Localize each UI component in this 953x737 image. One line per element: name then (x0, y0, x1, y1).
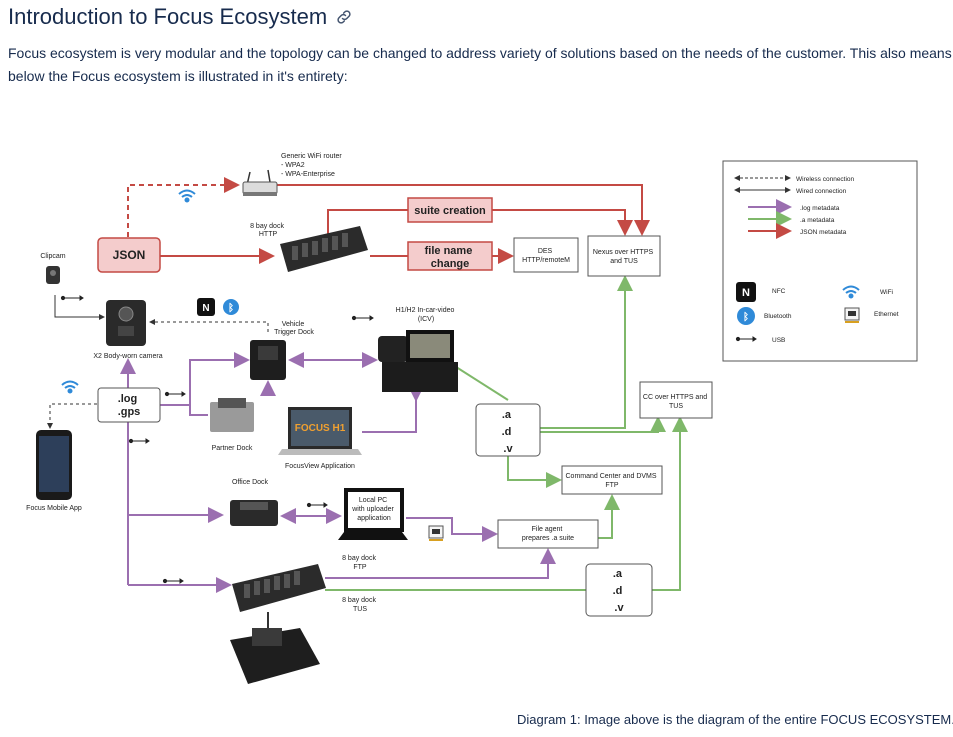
file-name-change-box (407, 241, 493, 271)
office-dock-label: Office Dock (232, 479, 269, 486)
partner-dock (210, 398, 254, 432)
intro-line-2: below the Focus ecosystem is illustrated… (8, 68, 348, 84)
vehicle-dock-label: Vehicle Trigger Dock (274, 321, 314, 336)
legend-wireless: Wireless connection (796, 176, 855, 183)
eight-bay-dock-http (280, 226, 368, 272)
nexus-label: Nexus over HTTPS and TUS (593, 249, 655, 265)
adv-label-1: .a .d .v (502, 409, 515, 455)
file-agent-label: File agent prepares .a suite (522, 526, 574, 542)
ethernet-icon (428, 525, 444, 541)
legend-usb: USB (772, 337, 785, 344)
legend-wifi-icon (842, 285, 860, 299)
adv-label-2: .a .d .v (613, 568, 626, 614)
intro-paragraph: Focus ecosystem is very modular and the … (8, 42, 953, 88)
suite-creation-label: suite creation (414, 205, 486, 217)
local-pc-label: Local PC with uploader application (351, 497, 396, 522)
json-box (97, 237, 161, 273)
cc-label: CC over HTTPS and TUS (643, 394, 709, 410)
legend-nfc-icon (736, 282, 756, 302)
file-agent-box (497, 519, 599, 549)
legend-bluetooth-icon (737, 307, 755, 325)
legend-wired: Wired connection (796, 188, 847, 195)
svg-text:ᛒ: ᛒ (228, 302, 234, 314)
ecosystem-diagram: Generic WiFi router - WPA2 - WPA-Enterpr… (26, 153, 918, 684)
legend-wifi: WiFi (880, 289, 893, 296)
legend-nfc: NFC (772, 288, 786, 295)
eight-bay-dock-ftp-tus (232, 564, 326, 612)
log-metadata-connections (120, 352, 556, 593)
legend-log: .log metadata (800, 205, 840, 212)
usb-icon (60, 295, 84, 301)
mobile-phone (36, 430, 72, 500)
legend-usb-icon (735, 336, 757, 342)
command-center-box (561, 465, 663, 495)
log-gps-box (97, 387, 161, 423)
nfc-icon (197, 298, 215, 316)
log-gps-label: .log .gps (118, 393, 141, 418)
wifi-router (242, 169, 278, 196)
file-name-change-label: file name change (425, 245, 476, 270)
usb-icon (164, 391, 186, 397)
svg-text:N: N (742, 287, 750, 299)
des-box (513, 237, 579, 273)
large-dock (230, 612, 320, 684)
partner-dock-label: Partner Dock (212, 445, 253, 452)
focusview-laptop (278, 407, 362, 455)
local-pc (338, 488, 408, 540)
clipcam-label: Clipcam (40, 253, 65, 260)
black-connections (47, 295, 269, 429)
icv-label: H1/H2 In-car-video (ICV) (396, 307, 457, 323)
dock-tus-label: 8 bay dock TUS (342, 597, 378, 613)
dock-http-label: 8 bay dock HTTP (250, 223, 286, 238)
in-car-video (378, 330, 458, 392)
adv-box-1 (475, 403, 541, 457)
nexus-box (587, 235, 661, 277)
vehicle-trigger-dock (250, 340, 286, 380)
legend: Wireless connection Wired connection .lo… (722, 160, 918, 362)
router-label: Generic WiFi router - WPA2 - WPA-Enterpr… (281, 153, 344, 178)
legend-bluetooth: Bluetooth (764, 313, 792, 320)
focusview-label: FocusView Application (285, 463, 355, 470)
legend-a: .a metadata (800, 217, 835, 224)
diagram-caption: Diagram 1: Image above is the diagram of… (517, 712, 953, 727)
adv-box-2 (585, 563, 653, 617)
bluetooth-icon (223, 299, 239, 315)
des-label: DES HTTP/remoteM (522, 248, 570, 264)
wifi-icon (61, 380, 79, 394)
focusview-screen-label: FOCUS H1 (295, 423, 346, 434)
usb-icon (162, 578, 184, 584)
mobile-app-label: Focus Mobile App (26, 505, 82, 512)
body-worn-camera (106, 300, 146, 346)
wifi-icon (178, 189, 196, 203)
legend-ethernet-icon (844, 307, 860, 323)
usb-icon (306, 502, 328, 508)
page-title: Introduction to Focus Ecosystem (8, 4, 328, 29)
usb-icon (128, 438, 150, 444)
command-center-label: Command Center and DVMS FTP (566, 473, 659, 489)
dock-ftp-label: 8 bay dock FTP (342, 555, 378, 571)
svg-text:N: N (202, 303, 209, 314)
office-dock (230, 500, 278, 526)
cc-box (639, 381, 713, 419)
usb-icon (351, 315, 374, 321)
json-connections (127, 177, 650, 264)
legend-json: JSON metadata (800, 229, 847, 236)
svg-text:ᛒ: ᛒ (743, 311, 749, 323)
legend-ethernet: Ethernet (874, 311, 899, 318)
link-icon[interactable] (335, 8, 353, 26)
suite-creation-box (407, 197, 493, 223)
intro-line-1: Focus ecosystem is very modular and the … (8, 45, 953, 61)
page-header: Introduction to Focus Ecosystem (8, 4, 353, 30)
bodycam-label: X2 Body-worn camera (93, 353, 162, 360)
a-metadata-connections (325, 275, 688, 591)
json-label: JSON (113, 248, 146, 262)
